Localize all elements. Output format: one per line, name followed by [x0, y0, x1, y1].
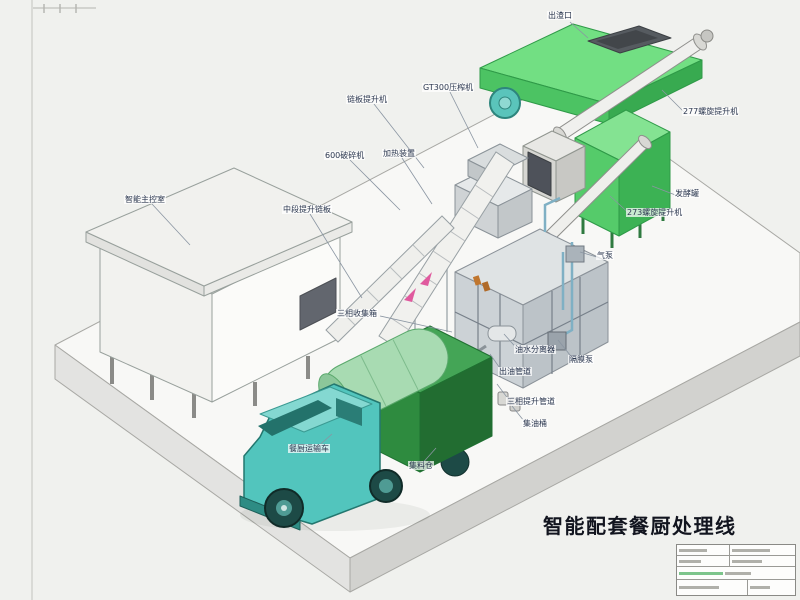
label-heating-device: 加热装置: [382, 149, 416, 159]
frame-marks: [31, 0, 96, 600]
label-oil-collection-barrel: 集油桶: [522, 419, 548, 429]
label-gt300-press: GT300压榨机: [422, 83, 475, 93]
label-screw-elevator-277: 277螺旋提升机: [682, 107, 740, 117]
cabinet-door: [527, 151, 552, 197]
label-crusher-600: 600破碎机: [324, 151, 366, 161]
material-bits: [472, 275, 491, 292]
label-three-phase-collection-box: 三相收集箱: [336, 309, 378, 319]
screw-motor: [700, 29, 714, 43]
label-diaphragm-pump: 隔膜泵: [568, 355, 594, 365]
label-material-collection-bin: 集料仓: [408, 461, 434, 471]
label-slag-outlet: 出渣口: [547, 11, 573, 21]
label-kitchen-waste-truck: 餐厨运输车: [288, 444, 330, 454]
label-three-phase-lift-pipe: 三相提升管道: [506, 397, 556, 407]
label-oil-water-separator: 油水分离器: [514, 345, 556, 355]
label-oil-outlet-pipe: 出油管道: [498, 367, 532, 377]
truck-wheels: [264, 469, 403, 528]
windshield: [258, 400, 332, 436]
drawing-title: 智能配套餐厨处理线: [543, 514, 737, 538]
side-window: [336, 398, 362, 426]
label-mid-section-elevator: 中段提升链板: [282, 205, 332, 215]
kitchen-waste-truck: [239, 325, 493, 531]
direction-arrow: [420, 272, 432, 286]
control-cabinet: [522, 130, 586, 203]
label-screw-elevator-273: 273螺旋提升机: [626, 208, 684, 218]
label-chain-plate-elevator: 链板提升机: [346, 95, 388, 105]
air-pump: [565, 245, 585, 263]
control-room-building: [85, 167, 353, 418]
label-fermentation-tank: 发酵罐: [674, 189, 700, 199]
direction-arrow: [404, 288, 416, 302]
title-block: [676, 544, 796, 596]
label-control-room: 智能主控室: [124, 195, 166, 205]
label-air-pump: 气泵: [596, 251, 614, 261]
